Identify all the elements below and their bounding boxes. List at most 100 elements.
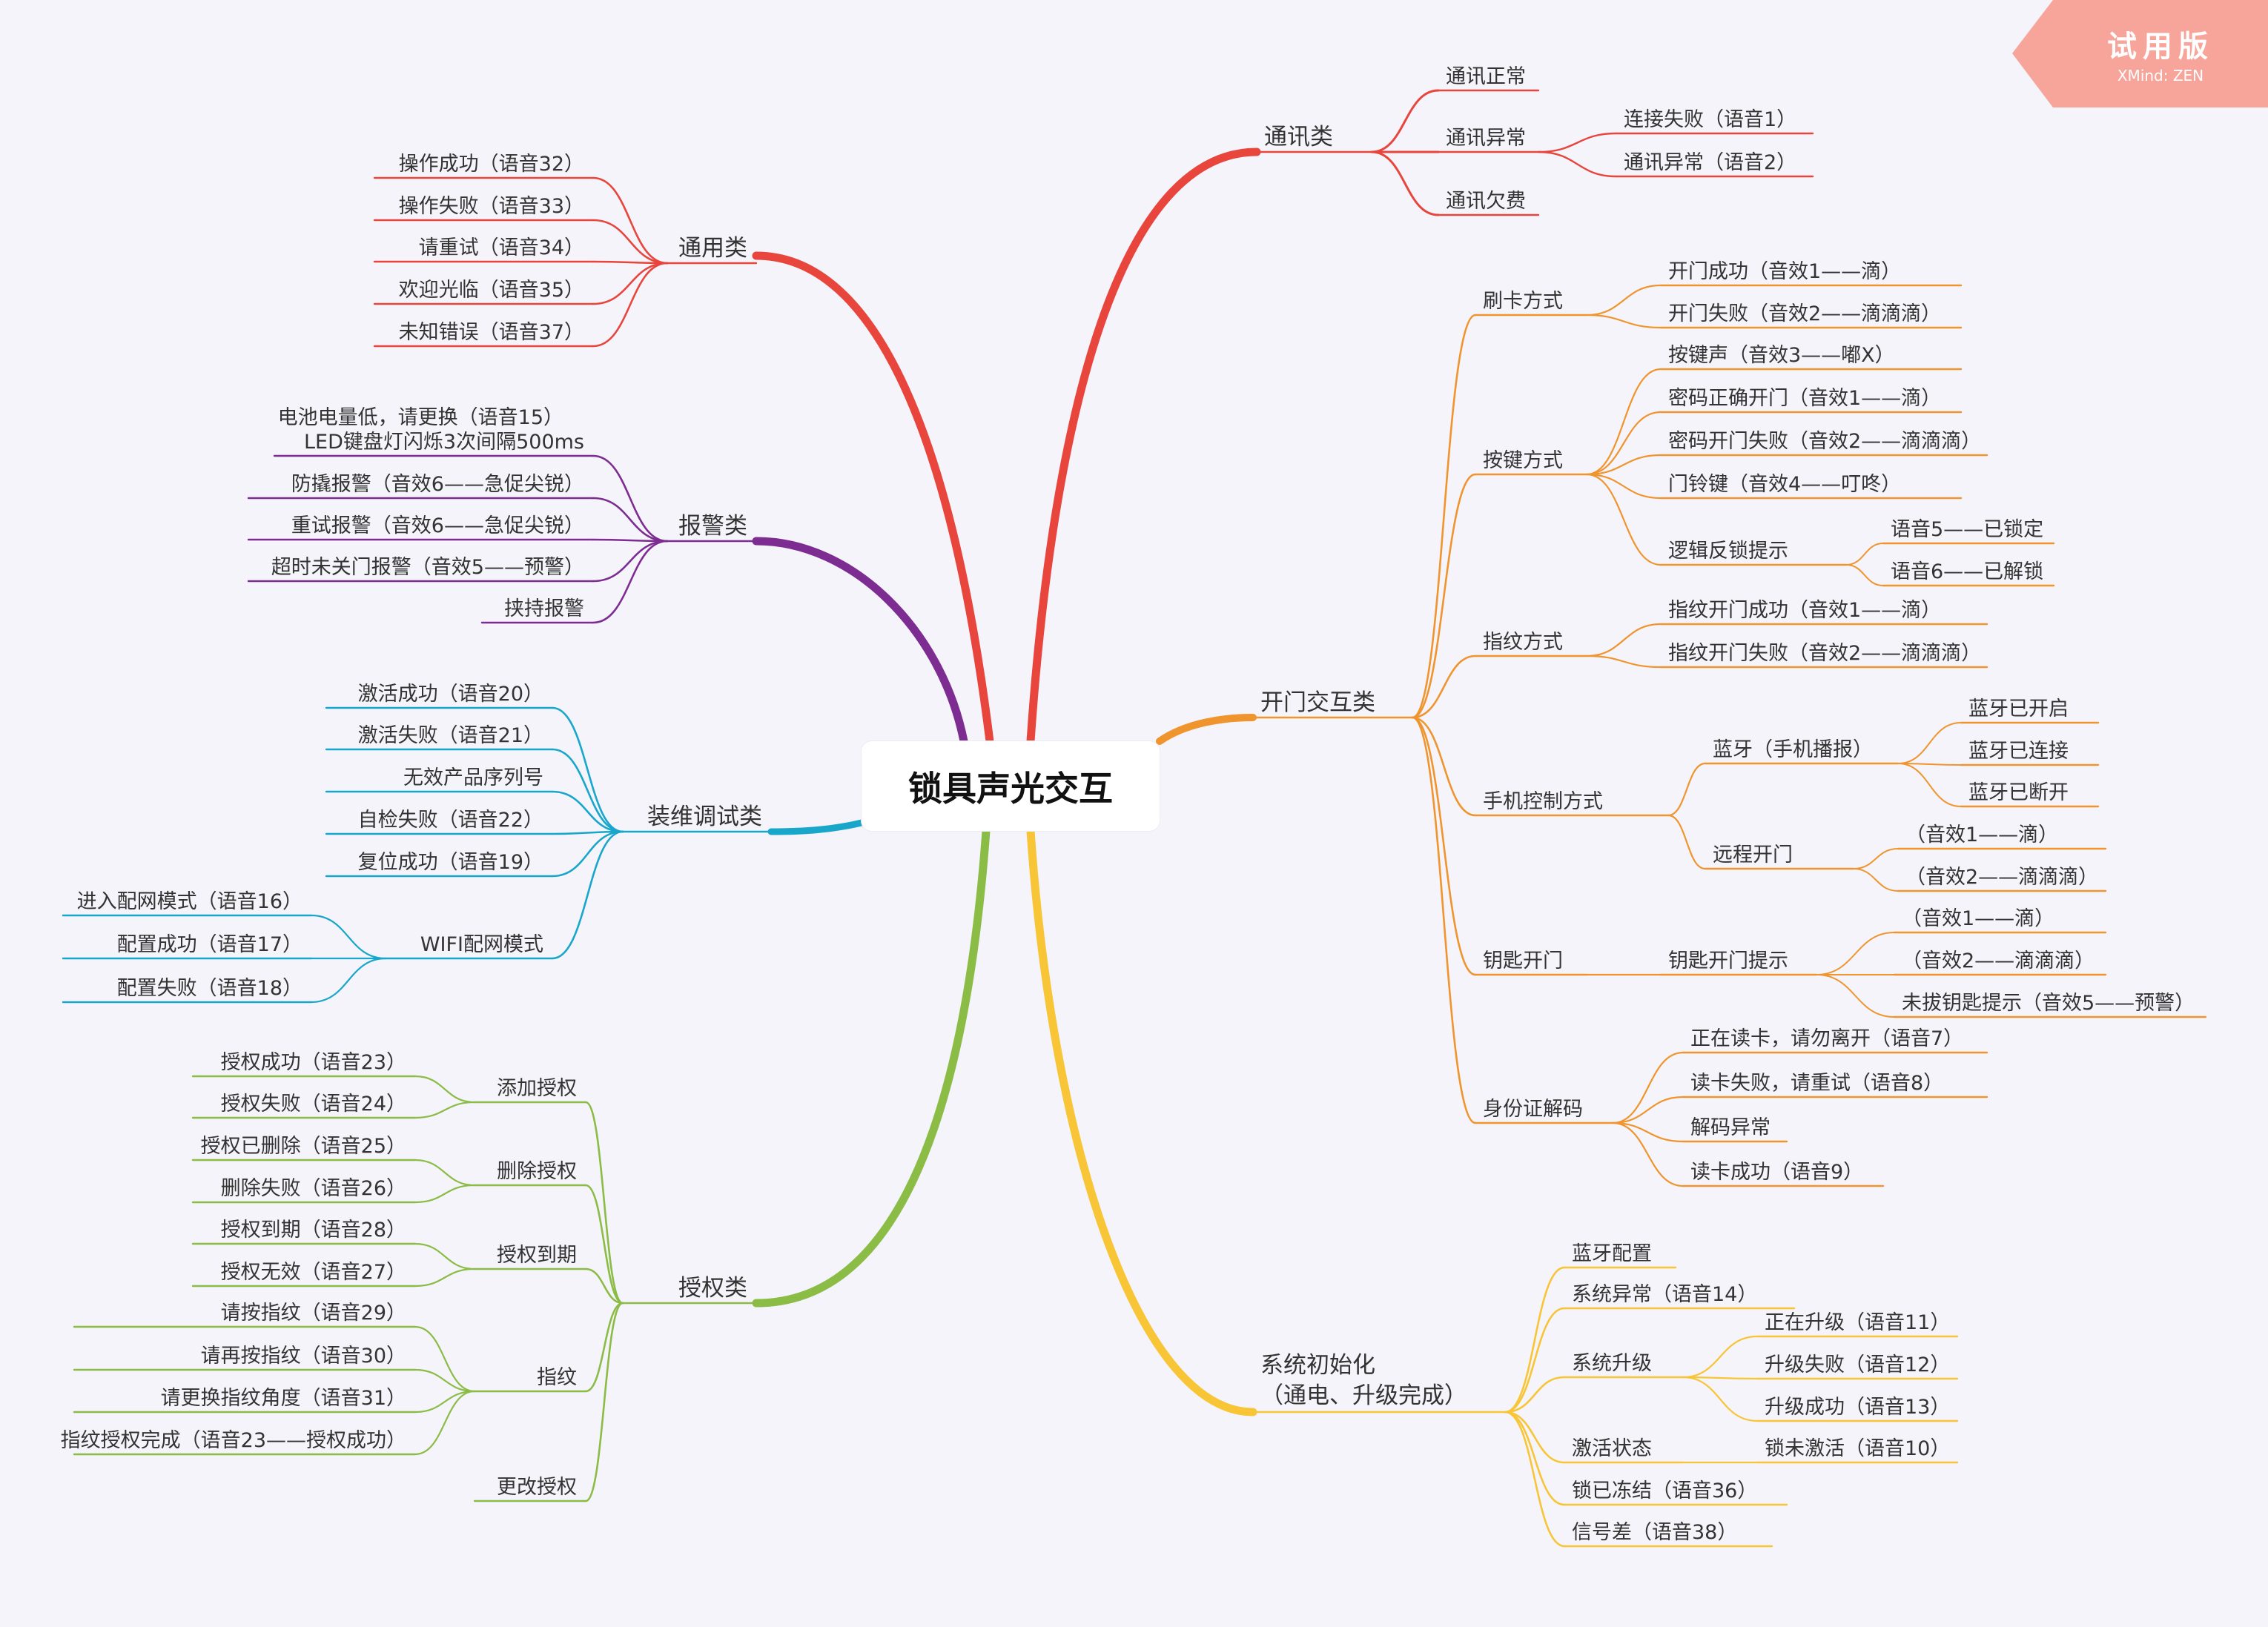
door-remote-item[interactable]: （音效1——滴） xyxy=(1905,824,2058,846)
branch-auth[interactable]: 授权类 xyxy=(678,1275,747,1302)
init-activate[interactable]: 激活状态 xyxy=(1572,1437,1652,1460)
wifi-item[interactable]: 配置成功（语音17） xyxy=(117,933,302,956)
comm-abnormal[interactable]: 通讯异常 xyxy=(1446,127,1526,150)
init-title-line2[interactable]: （通电、升级完成） xyxy=(1260,1382,1467,1409)
auth-add[interactable]: 添加授权 xyxy=(497,1077,577,1100)
auth-delete-item[interactable]: 删除失败（语音26） xyxy=(221,1177,406,1200)
auth-expire-item[interactable]: 授权无效（语音27） xyxy=(221,1261,406,1284)
install-item[interactable]: 无效产品序列号 xyxy=(403,766,543,789)
root-topic[interactable]: 锁具声光交互 xyxy=(862,741,1160,831)
door-key-logic[interactable]: 逻辑反锁提示 xyxy=(1668,540,1788,563)
alarm-item[interactable]: 防撬报警（音效6——急促尖锐） xyxy=(291,473,584,496)
door-keytip-item[interactable]: （音效2——滴滴滴） xyxy=(1902,950,2095,972)
comm-arrears[interactable]: 通讯欠费 xyxy=(1446,190,1526,213)
init-upgrade-item[interactable]: 升级成功（语音13） xyxy=(1765,1396,1950,1419)
door-key-item[interactable]: 门铃键（音效4——叮咚） xyxy=(1668,473,1901,496)
door-finger[interactable]: 指纹方式 xyxy=(1483,631,1563,654)
door-key[interactable]: 按键方式 xyxy=(1483,449,1563,472)
door-phone-remote[interactable]: 远程开门 xyxy=(1713,844,1793,866)
install-item[interactable]: 激活成功（语音20） xyxy=(358,683,543,706)
general-item[interactable]: 欢迎光临（语音35） xyxy=(399,279,584,302)
general-item[interactable]: 操作失败（语音33） xyxy=(399,195,584,218)
door-id-item[interactable]: 读卡失败，请重试（语音8） xyxy=(1690,1072,1943,1095)
auth-finger-item[interactable]: 请按指纹（语音29） xyxy=(221,1302,406,1325)
door-phone-bt[interactable]: 蓝牙（手机播报） xyxy=(1713,738,1873,761)
door-keyopen-tip[interactable]: 钥匙开门提示 xyxy=(1668,950,1788,972)
door-finger-item[interactable]: 指纹开门成功（音效1——滴） xyxy=(1668,599,1941,622)
connector xyxy=(1682,1335,1759,1379)
connector xyxy=(1816,974,1895,1018)
auth-finger-item[interactable]: 请更换指纹角度（语音31） xyxy=(161,1387,406,1410)
auth-finger[interactable]: 指纹 xyxy=(537,1366,577,1389)
connector xyxy=(1853,868,1899,892)
general-item[interactable]: 操作成功（语音32） xyxy=(399,153,584,176)
alarm-item[interactable]: 超时未关门报警（音效5——预警） xyxy=(271,556,584,579)
door-keytip-item[interactable]: 未拔钥匙提示（音效5——预警） xyxy=(1902,992,2195,1015)
door-card-item[interactable]: 开门失败（音效2——滴滴滴） xyxy=(1668,302,1941,325)
door-logic-item[interactable]: 语音6——已解锁 xyxy=(1891,560,2043,583)
auth-finger-item[interactable]: 指纹授权完成（语音23——授权成功） xyxy=(61,1429,406,1452)
auth-add-item[interactable]: 授权失败（语音24） xyxy=(221,1093,406,1116)
door-bt-item[interactable]: 蓝牙已连接 xyxy=(1968,740,2069,763)
door-bt-item[interactable]: 蓝牙已断开 xyxy=(1968,781,2069,804)
door-key-item[interactable]: 密码开门失败（音效2——滴滴滴） xyxy=(1668,430,1981,453)
auth-expire-item[interactable]: 授权到期（语音28） xyxy=(221,1219,406,1242)
install-item[interactable]: 激活失败（语音21） xyxy=(358,724,543,747)
door-id-item[interactable]: 读卡成功（语音9） xyxy=(1690,1161,1863,1184)
door-remote-item[interactable]: （音效2——滴滴滴） xyxy=(1905,866,2098,889)
alarm-led[interactable]: LED键盘灯闪烁3次间隔500ms xyxy=(304,431,584,454)
wifi-item[interactable]: 配置失败（语音18） xyxy=(117,977,302,1000)
install-item[interactable]: 复位成功（语音19） xyxy=(358,851,543,874)
door-logic-item[interactable]: 语音5——已锁定 xyxy=(1891,518,2043,541)
comm-normal[interactable]: 通讯正常 xyxy=(1446,65,1526,88)
alarm-item[interactable]: 挟持报警 xyxy=(504,597,584,620)
door-id[interactable]: 身份证解码 xyxy=(1483,1098,1583,1121)
door-keyopen[interactable]: 钥匙开门 xyxy=(1483,950,1563,972)
branch-comm[interactable]: 通讯类 xyxy=(1264,124,1333,150)
branch-install[interactable]: 装维调试类 xyxy=(647,803,762,830)
comm-error[interactable]: 通讯异常（语音2） xyxy=(1624,151,1796,174)
connector xyxy=(1667,814,1707,870)
connector xyxy=(1816,932,1895,975)
connector xyxy=(1504,1411,1566,1464)
init-title-line1[interactable]: 系统初始化 xyxy=(1260,1352,1375,1379)
door-phone[interactable]: 手机控制方式 xyxy=(1483,790,1603,813)
door-key-item[interactable]: 密码正确开门（音效1——滴） xyxy=(1668,387,1941,410)
install-item[interactable]: 自检失败（语音22） xyxy=(358,809,543,832)
init-activate-item[interactable]: 锁未激活（语音10） xyxy=(1765,1437,1950,1460)
init-upgrade-item[interactable]: 升级失败（语音12） xyxy=(1765,1353,1950,1376)
branch-door[interactable]: 开门交互类 xyxy=(1260,689,1375,716)
alarm-battery[interactable]: 电池电量低，请更换（语音15） xyxy=(278,406,563,429)
general-item[interactable]: 未知错误（语音37） xyxy=(399,321,584,344)
auth-change[interactable]: 更改授权 xyxy=(497,1476,577,1499)
door-key-item[interactable]: 按键声（音效3——嘟X） xyxy=(1668,344,1895,367)
auth-add-item[interactable]: 授权成功（语音23） xyxy=(221,1051,406,1074)
init-sys-err[interactable]: 系统异常（语音14） xyxy=(1572,1283,1757,1306)
auth-expire[interactable]: 授权到期 xyxy=(497,1244,577,1267)
door-id-item[interactable]: 正在读卡，请勿离开（语音7） xyxy=(1690,1027,1963,1050)
trunk-door xyxy=(1156,714,1257,745)
init-upgrade[interactable]: 系统升级 xyxy=(1572,1352,1652,1375)
door-id-item[interactable]: 解码异常 xyxy=(1690,1116,1771,1139)
auth-delete[interactable]: 删除授权 xyxy=(497,1160,577,1183)
connector xyxy=(1537,150,1618,178)
branch-alarm[interactable]: 报警类 xyxy=(678,513,747,540)
general-item[interactable]: 请重试（语音34） xyxy=(419,236,584,259)
door-bt-item[interactable]: 蓝牙已开启 xyxy=(1968,697,2069,720)
door-finger-item[interactable]: 指纹开门失败（音效2——滴滴滴） xyxy=(1668,642,1981,665)
init-bt[interactable]: 蓝牙配置 xyxy=(1572,1242,1652,1265)
init-signal[interactable]: 信号差（语音38） xyxy=(1572,1521,1737,1544)
wifi-item[interactable]: 进入配网模式（语音16） xyxy=(77,890,302,913)
comm-connect-fail[interactable]: 连接失败（语音1） xyxy=(1624,108,1796,131)
auth-delete-item[interactable]: 授权已删除（语音25） xyxy=(201,1135,406,1158)
init-upgrade-item[interactable]: 正在升级（语音11） xyxy=(1765,1311,1950,1334)
init-frozen[interactable]: 锁已冻结（语音36） xyxy=(1572,1479,1757,1502)
door-card[interactable]: 刷卡方式 xyxy=(1483,290,1563,313)
branch-general[interactable]: 通用类 xyxy=(678,235,747,262)
door-card-item[interactable]: 开门成功（音效1——滴） xyxy=(1668,260,1901,283)
install-wifi[interactable]: WIFI配网模式 xyxy=(420,933,543,956)
door-keytip-item[interactable]: （音效1——滴） xyxy=(1902,907,2054,930)
alarm-item[interactable]: 重试报警（音效6——急促尖锐） xyxy=(291,514,584,537)
auth-finger-item[interactable]: 请再按指纹（语音30） xyxy=(201,1345,406,1368)
